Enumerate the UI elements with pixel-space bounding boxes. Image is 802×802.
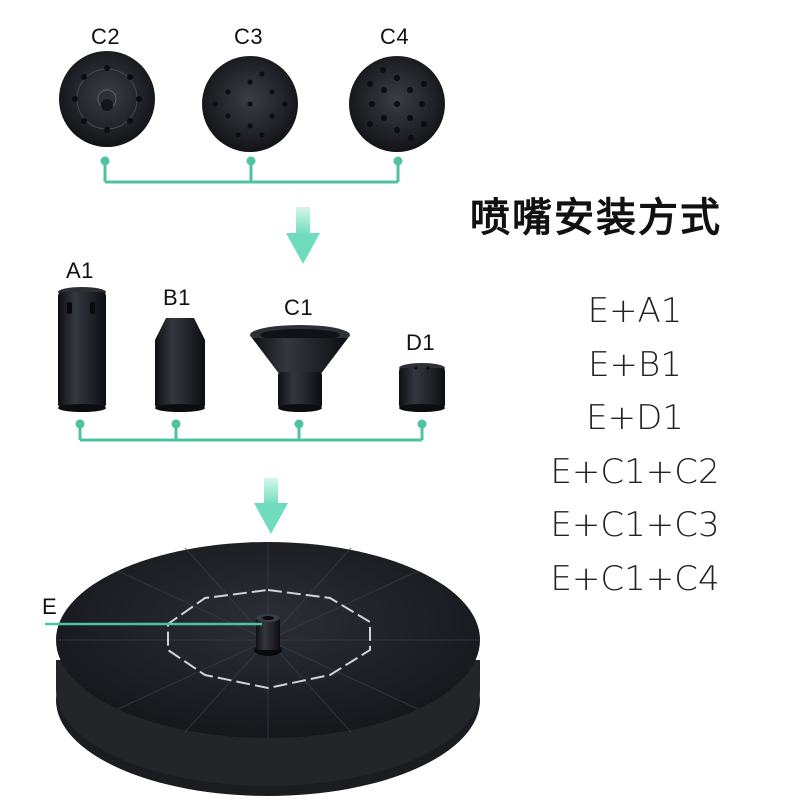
nozzle-c4 (349, 56, 445, 152)
page-title: 喷嘴安装方式 (470, 195, 722, 241)
label-b1: B1 (163, 285, 191, 310)
down-arrow-2 (254, 478, 288, 534)
label-c4: C4 (380, 24, 410, 49)
nozzle-b1 (155, 318, 205, 412)
label-a1: A1 (66, 258, 94, 283)
nozzle-c2 (59, 51, 155, 147)
combination-list: E+A1 E+B1 E+D1 E+C1+C2 E+C1+C3 E+C1+C4 (520, 285, 750, 606)
solar-fountain-base (56, 542, 480, 796)
nozzle-a1 (58, 287, 106, 412)
top-bracket (100, 156, 403, 184)
nozzle-c1 (250, 325, 350, 412)
label-c3: C3 (234, 24, 264, 49)
nozzle-c3 (202, 56, 298, 152)
down-arrow-1 (286, 207, 320, 264)
nozzle-d1 (399, 363, 445, 412)
label-c1: C1 (284, 295, 314, 320)
combination-item: E+C1+C4 (550, 558, 720, 599)
combination-item: E+B1 (588, 344, 682, 385)
label-e: E (42, 594, 58, 619)
label-c2: C2 (91, 24, 121, 49)
label-d1: D1 (406, 330, 436, 355)
combination-item: E+A1 (587, 291, 683, 331)
middle-bracket (75, 419, 427, 442)
combination-item: E+C1+C3 (550, 505, 720, 545)
combination-item: E+D1 (586, 398, 684, 438)
combination-item: E+C1+C2 (550, 451, 720, 492)
